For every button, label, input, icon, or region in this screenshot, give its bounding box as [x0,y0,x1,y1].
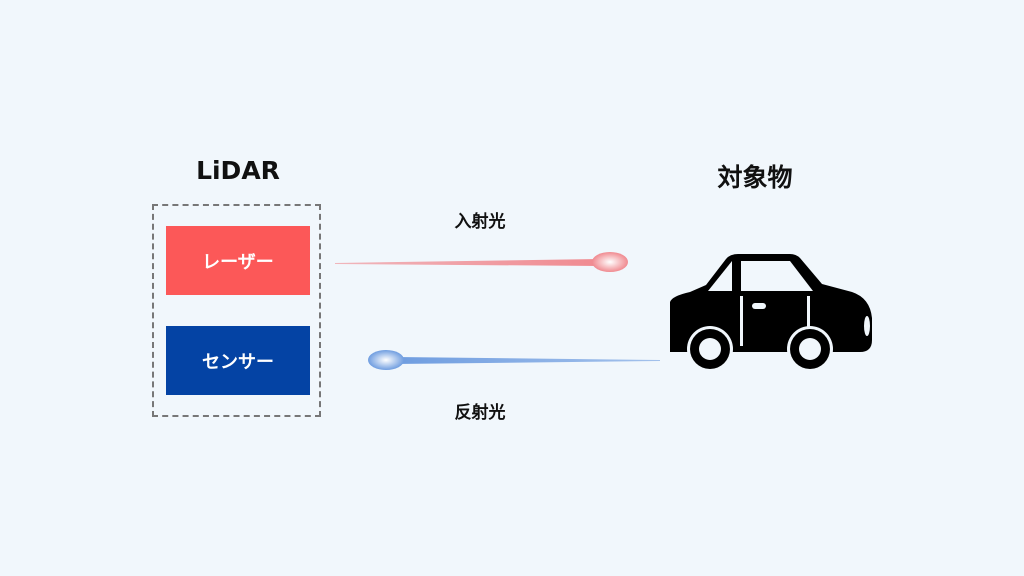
reflected-beam-arrow [368,350,660,370]
incident-light-label: 入射光 [454,212,506,232]
laser-box: レーザー [166,226,310,295]
reflected-light-label: 反射光 [454,403,506,423]
incident-beam-arrow [335,252,628,272]
lidar-title: LiDAR [196,156,280,185]
sensor-box: センサー [166,326,310,395]
lidar-dashed-frame [152,204,321,417]
car-icon [670,254,872,372]
target-title: 対象物 [717,163,793,192]
